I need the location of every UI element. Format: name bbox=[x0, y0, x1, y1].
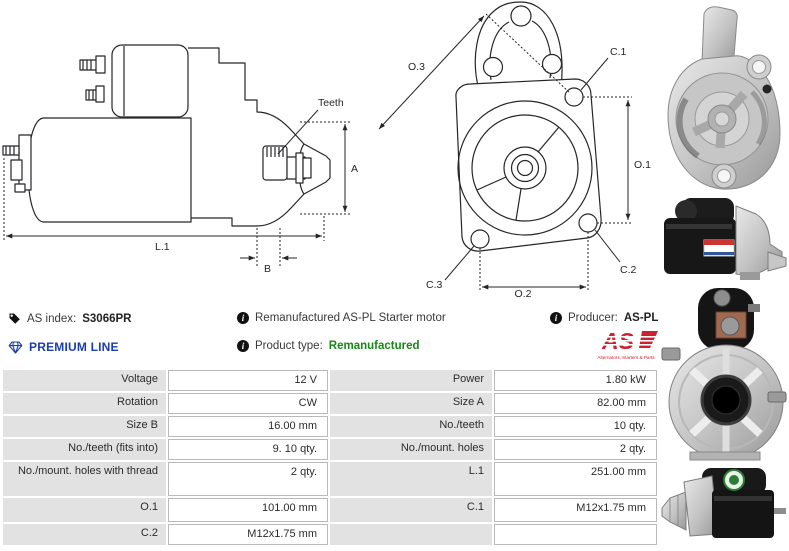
info-icon: i bbox=[237, 340, 249, 352]
product-photo-front-flange[interactable] bbox=[660, 4, 789, 194]
product-photo-rear[interactable] bbox=[660, 286, 789, 464]
spec-label: O.1 bbox=[3, 498, 166, 522]
table-row: Size B 16.00 mm No./teeth 10 qty. bbox=[3, 416, 657, 437]
table-row: O.1 101.00 mm C.1 M12x1.75 mm bbox=[3, 498, 657, 522]
spec-label: Voltage bbox=[3, 370, 166, 391]
table-row: Rotation CW Size A 82.00 mm bbox=[3, 393, 657, 414]
spec-label: Size B bbox=[3, 416, 166, 437]
spec-label: Power bbox=[330, 370, 492, 391]
spec-label: No./mount. holes with thread bbox=[3, 462, 166, 496]
starter-front-view-drawing: O.3 C.1 O.1 C.3 C.2 O.2 bbox=[378, 1, 651, 300]
spec-value: 10 qty. bbox=[494, 416, 657, 437]
product-description: i Remanufactured AS-PL Starter motor bbox=[237, 312, 446, 324]
premium-line-label: PREMIUM LINE bbox=[29, 340, 119, 354]
spec-label: No./teeth bbox=[330, 416, 492, 437]
spec-value: 251.00 mm bbox=[494, 462, 657, 496]
label-dim-o1: O.1 bbox=[634, 159, 651, 171]
product-photo-column bbox=[660, 0, 789, 551]
label-dim-o2: O.2 bbox=[515, 288, 532, 300]
as-index-label: AS index: bbox=[27, 312, 77, 325]
spec-value: 2 qty. bbox=[168, 462, 328, 496]
product-photo-side-1[interactable] bbox=[660, 194, 789, 286]
table-row: C.2 M12x1.75 mm bbox=[3, 524, 657, 545]
spec-table: Voltage 12 V Power 1.80 kW Rotation CW S… bbox=[1, 368, 659, 547]
spec-value: M12x1.75 mm bbox=[494, 498, 657, 522]
spec-value: 82.00 mm bbox=[494, 393, 657, 414]
premium-line-badge: PREMIUM LINE bbox=[8, 340, 119, 354]
product-photo-side-2[interactable] bbox=[660, 464, 789, 551]
product-type: i Product type: Remanufactured bbox=[237, 340, 420, 352]
spec-label: C.1 bbox=[330, 498, 492, 522]
spec-value: CW bbox=[168, 393, 328, 414]
label-dim-b: B bbox=[264, 263, 271, 275]
description-text: Remanufactured AS-PL Starter motor bbox=[255, 312, 446, 324]
label-dim-c1: C.1 bbox=[610, 46, 627, 58]
product-type-label: Product type: bbox=[255, 340, 323, 352]
spec-value: 2 qty. bbox=[494, 439, 657, 460]
info-icon: i bbox=[237, 312, 249, 324]
spec-value bbox=[494, 524, 657, 545]
spec-label: Rotation bbox=[3, 393, 166, 414]
spec-value: M12x1.75 mm bbox=[168, 524, 328, 545]
as-pl-logo: AS Alternators, Starters & Parts bbox=[592, 328, 660, 360]
product-type-value: Remanufactured bbox=[328, 340, 420, 352]
label-dim-l1: L.1 bbox=[155, 241, 170, 253]
logo-tagline: Alternators, Starters & Parts bbox=[597, 355, 655, 360]
label-dim-a: A bbox=[351, 163, 358, 175]
product-header: AS index: S3066PR i Remanufactured AS-PL… bbox=[0, 300, 660, 366]
as-index-value: S3066PR bbox=[82, 312, 132, 325]
table-row: No./teeth (fits into) 9. 10 qty. No./mou… bbox=[3, 439, 657, 460]
table-row: No./mount. holes with thread 2 qty. L.1 … bbox=[3, 462, 657, 496]
spec-label bbox=[330, 524, 492, 545]
spec-label: L.1 bbox=[330, 462, 492, 496]
label-teeth: Teeth bbox=[318, 97, 344, 109]
spec-value: 12 V bbox=[168, 370, 328, 391]
spec-value: 1.80 kW bbox=[494, 370, 657, 391]
spec-label: No./teeth (fits into) bbox=[3, 439, 166, 460]
info-icon: i bbox=[550, 312, 562, 324]
spec-value: 16.00 mm bbox=[168, 416, 328, 437]
tag-icon bbox=[9, 313, 20, 324]
spec-label: Size A bbox=[330, 393, 492, 414]
producer: i Producer: AS-PL bbox=[550, 312, 658, 324]
spec-value: 9. 10 qty. bbox=[168, 439, 328, 460]
table-row: Voltage 12 V Power 1.80 kW bbox=[3, 370, 657, 391]
label-dim-o3: O.3 bbox=[408, 61, 425, 73]
diamond-icon bbox=[8, 340, 23, 354]
starter-side-view-drawing: Teeth A L.1 B bbox=[2, 44, 358, 275]
spec-label: C.2 bbox=[3, 524, 166, 545]
as-index: AS index: S3066PR bbox=[8, 312, 131, 325]
spec-label: No./mount. holes bbox=[330, 439, 492, 460]
label-dim-c3: C.3 bbox=[426, 279, 443, 291]
label-dim-c2: C.2 bbox=[620, 264, 637, 276]
producer-value: AS-PL bbox=[623, 312, 659, 324]
spec-value: 101.00 mm bbox=[168, 498, 328, 522]
producer-label: Producer: bbox=[568, 312, 618, 324]
